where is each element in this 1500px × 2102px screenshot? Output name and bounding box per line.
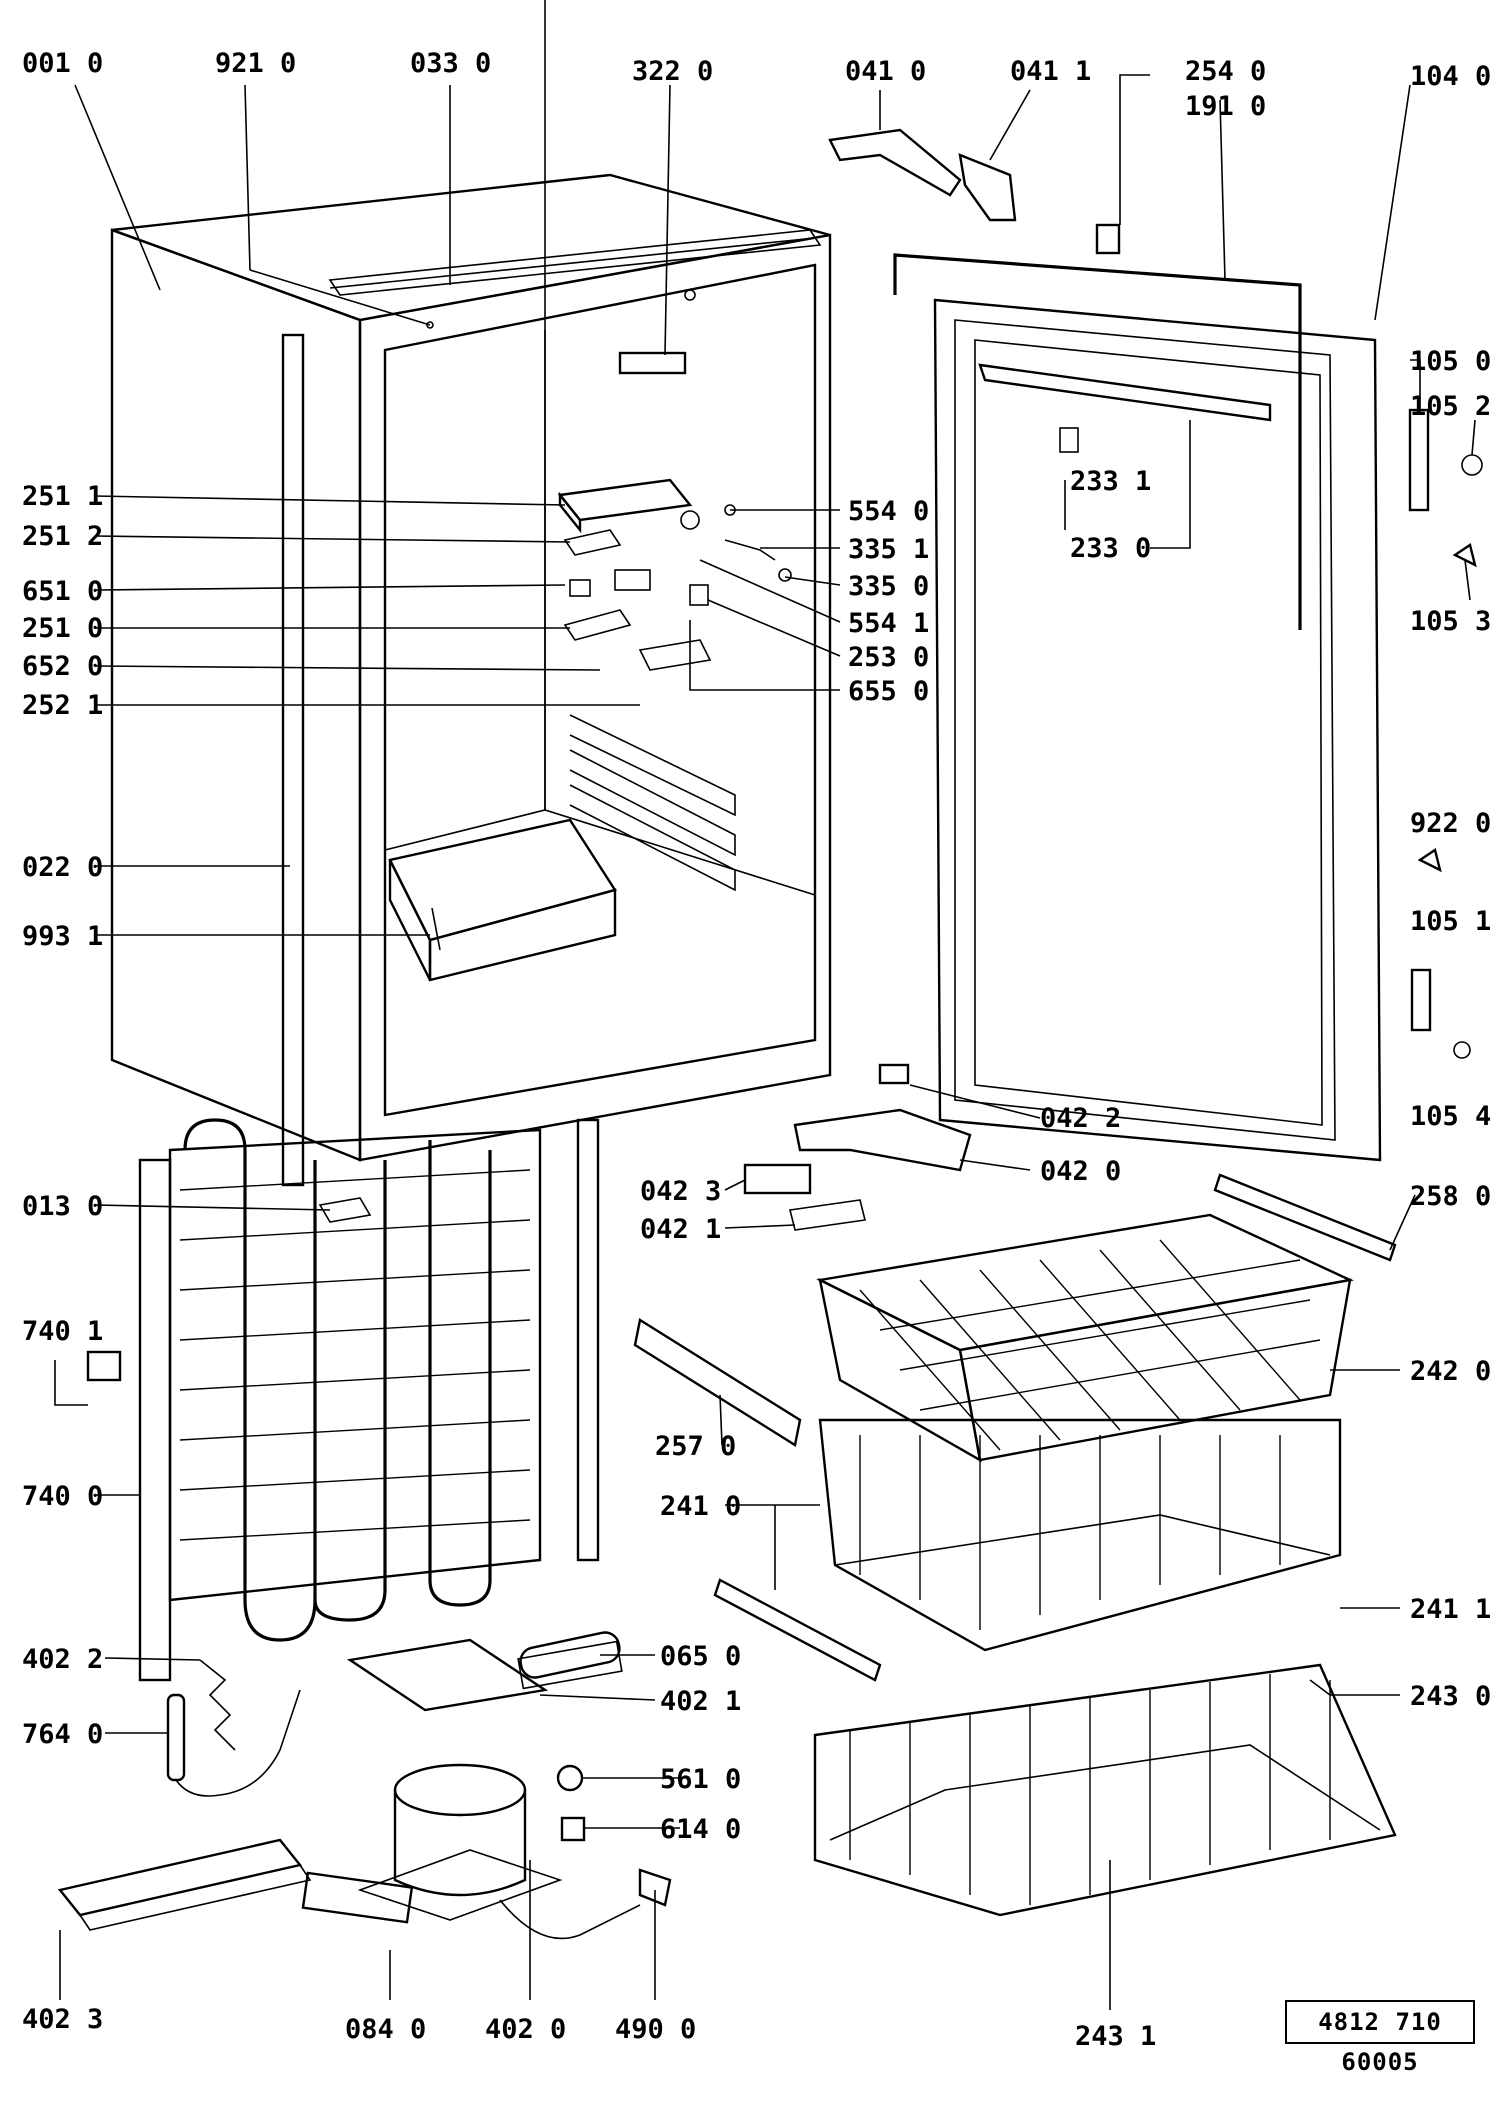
part-label-251-2: 251 2 [22, 521, 103, 552]
cabinet-body [110, 0, 832, 1187]
part-label-033-0: 033 0 [410, 48, 491, 79]
part-label-651-0: 651 0 [22, 576, 103, 607]
part-label-041-0: 041 0 [845, 56, 926, 87]
part-label-740-1: 740 1 [22, 1316, 103, 1347]
part-label-922-0: 922 0 [1410, 808, 1491, 839]
part-label-042-3: 042 3 [640, 1176, 721, 1207]
part-label-554-0: 554 0 [848, 496, 929, 527]
part-label-254-0: 254 0 [1185, 56, 1266, 87]
part-label-335-1: 335 1 [848, 534, 929, 565]
part-labels: 001 0 921 0 033 0 322 0 041 0 041 1 254 … [22, 48, 1491, 2052]
part-label-253-0: 253 0 [848, 642, 929, 673]
part-label-105-3: 105 3 [1410, 606, 1491, 637]
part-label-251-1: 251 1 [22, 481, 103, 512]
part-label-191-0: 191 0 [1185, 91, 1266, 122]
part-label-105-0: 105 0 [1410, 346, 1491, 377]
part-label-402-1: 402 1 [660, 1686, 741, 1717]
part-label-993-1: 993 1 [22, 921, 103, 952]
part-label-764-0: 764 0 [22, 1719, 103, 1750]
part-label-402-3: 402 3 [22, 2004, 103, 2035]
part-label-105-2: 105 2 [1410, 391, 1491, 422]
leader-lines [54, 74, 1476, 2010]
part-label-233-0: 233 0 [1070, 533, 1151, 564]
part-label-042-2: 042 2 [1040, 1103, 1121, 1134]
part-label-251-0: 251 0 [22, 613, 103, 644]
part-label-022-0: 022 0 [22, 852, 103, 883]
part-label-561-0: 561 0 [660, 1764, 741, 1795]
part-label-041-1: 041 1 [1010, 56, 1091, 87]
part-label-042-1: 042 1 [640, 1214, 721, 1245]
part-label-242-0: 242 0 [1410, 1356, 1491, 1387]
part-label-243-0: 243 0 [1410, 1681, 1491, 1712]
part-label-257-0: 257 0 [655, 1431, 736, 1462]
part-label-258-0: 258 0 [1410, 1181, 1491, 1212]
part-label-614-0: 614 0 [660, 1814, 741, 1845]
baskets [633, 1173, 1397, 1917]
part-label-402-2: 402 2 [22, 1644, 103, 1675]
part-label-322-0: 322 0 [632, 56, 713, 87]
part-label-084-0: 084 0 [345, 2014, 426, 2045]
part-label-241-1: 241 1 [1410, 1594, 1491, 1625]
part-label-252-1: 252 1 [22, 690, 103, 721]
part-label-104-0: 104 0 [1410, 61, 1491, 92]
part-label-241-0: 241 0 [660, 1491, 741, 1522]
part-label-233-1: 233 1 [1070, 466, 1151, 497]
door-assembly [743, 128, 1483, 1231]
condenser-grid [138, 1118, 600, 1682]
part-label-740-0: 740 0 [22, 1481, 103, 1512]
part-label-335-0: 335 0 [848, 571, 929, 602]
part-label-652-0: 652 0 [22, 651, 103, 682]
part-label-105-4: 105 4 [1410, 1101, 1491, 1132]
part-label-655-0: 655 0 [848, 676, 929, 707]
part-label-042-0: 042 0 [1040, 1156, 1121, 1187]
part-label-065-0: 065 0 [660, 1641, 741, 1672]
document-number: 4812 710 60005 [1285, 2000, 1475, 2076]
part-label-490-0: 490 0 [615, 2014, 696, 2045]
part-label-243-1: 243 1 [1075, 2021, 1156, 2052]
part-label-105-1: 105 1 [1410, 906, 1491, 937]
part-label-402-0: 402 0 [485, 2014, 566, 2045]
part-label-921-0: 921 0 [215, 48, 296, 79]
compressor-assembly [57, 1350, 672, 1940]
part-label-001-0: 001 0 [22, 48, 103, 79]
part-label-013-0: 013 0 [22, 1191, 103, 1222]
part-label-554-1: 554 1 [848, 608, 929, 639]
